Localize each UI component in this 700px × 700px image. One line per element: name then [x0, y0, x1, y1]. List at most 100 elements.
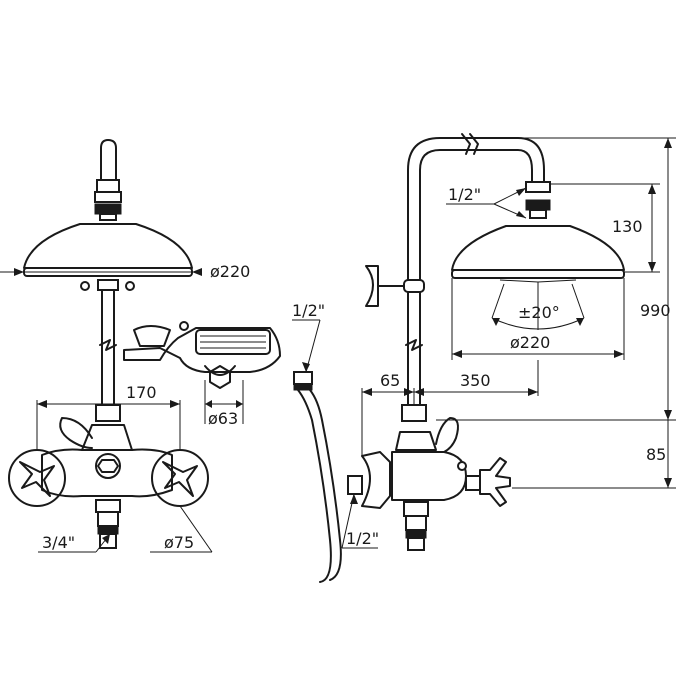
top-nut — [96, 179, 120, 193]
dim-arrow — [404, 388, 414, 396]
dim-arrow — [576, 318, 584, 326]
hose-inner — [309, 389, 342, 581]
bracket-screw-l — [80, 281, 90, 291]
dim-arrow — [664, 478, 672, 488]
dim-arrow — [362, 388, 372, 396]
tilt-ray-r — [537, 279, 577, 283]
head-thread — [525, 199, 551, 211]
label-total-height: 990 — [640, 301, 671, 320]
lever-side — [435, 417, 459, 453]
dim-arrow — [414, 388, 424, 396]
hand-shower-view: ø63 1/2" — [123, 301, 342, 583]
head-bracket — [97, 279, 119, 291]
dim-arrow — [192, 268, 202, 276]
label-head-dia-left: ø220 — [210, 262, 250, 281]
label-wall-plate-dia: ø63 — [208, 409, 238, 428]
diverter-nut — [97, 459, 119, 473]
outlet-thread-side — [405, 529, 427, 539]
dim-arrow — [664, 410, 672, 420]
front-view: ø220 170 3/4" ø75 — [0, 139, 250, 553]
shower-head-rim-right — [451, 269, 625, 279]
label-inlet-left: 3/4" — [42, 533, 75, 552]
label-head-height: 130 — [612, 217, 643, 236]
label-offset-small: 65 — [380, 371, 400, 390]
cold-handle-rosette — [151, 449, 209, 507]
diverter-lever — [59, 417, 93, 449]
label-top-inlet: 1/2" — [448, 185, 481, 204]
head-nut — [525, 181, 551, 193]
pipe-break — [461, 133, 471, 155]
side-view: 1/2" 130 ±20° ø220 990 — [341, 133, 676, 551]
gooseneck-outer — [407, 137, 545, 281]
dim-arrow — [205, 400, 212, 408]
holder-arm — [204, 365, 236, 376]
dim-arrow — [528, 388, 538, 396]
mixer-top-side — [395, 431, 437, 451]
dim-arrow — [302, 362, 310, 372]
pipe-break — [469, 133, 479, 155]
label-side-inlet: 1/2" — [346, 529, 379, 548]
hand-shower-grip — [195, 329, 271, 355]
label-spacing: 170 — [126, 383, 157, 402]
dim-arrow — [516, 211, 526, 218]
dim-arrow — [614, 350, 624, 358]
label-hand-inlet: 1/2" — [292, 301, 325, 320]
bracket-clamp — [403, 279, 425, 293]
outlet-tail-side — [407, 537, 425, 551]
head-joint — [529, 209, 547, 219]
dim-arrow — [648, 184, 656, 194]
label-handle-dia: ø75 — [164, 533, 194, 552]
shower-head-left — [23, 223, 193, 269]
dim-arrow — [37, 400, 47, 408]
wall-rosette — [361, 451, 391, 509]
dim-arrow — [350, 494, 358, 504]
label-head-dia-right: ø220 — [510, 333, 550, 352]
leader-handle — [179, 505, 213, 553]
cross-handle-side — [479, 457, 511, 507]
cold-handle-cross — [162, 461, 198, 497]
dim-arrow — [664, 138, 672, 148]
tilt-ray-l — [499, 279, 539, 283]
hose-outer — [297, 389, 332, 583]
top-joint — [99, 213, 117, 221]
bracket-screw-r — [125, 281, 135, 291]
hot-handle-cross — [19, 461, 55, 497]
mixer-body — [41, 448, 173, 498]
top-collar — [94, 191, 122, 203]
label-tilt: ±20° — [518, 303, 560, 322]
diverter-ring — [95, 453, 121, 479]
outlet-thread — [97, 525, 119, 535]
label-mixer-height: 85 — [646, 445, 666, 464]
dim-arrow — [170, 400, 180, 408]
riser-union-side — [401, 404, 427, 422]
dim-arrow — [516, 188, 526, 196]
dim-arrow — [102, 534, 110, 544]
tilt-limit-r — [571, 283, 585, 319]
dim-arrow — [236, 400, 243, 408]
hand-shower-pin — [179, 321, 189, 331]
outlet-body-side — [405, 515, 427, 531]
hand-shower-head — [133, 325, 171, 347]
riser-break-side — [405, 339, 423, 351]
holder-nut — [209, 365, 231, 389]
hose-nut — [293, 371, 313, 385]
hand-shower-body — [123, 327, 281, 373]
hose-thread — [293, 383, 313, 391]
mixer-body-side — [391, 451, 467, 501]
leader-hand-inlet-diag — [305, 319, 321, 373]
riser-break — [99, 339, 117, 351]
side-screw — [457, 461, 467, 471]
tilt-arc — [491, 317, 585, 330]
hot-handle-rosette — [8, 449, 66, 507]
dim-arrow — [492, 318, 500, 326]
dim-arrow — [14, 268, 24, 276]
wall-flange — [365, 265, 379, 307]
riser-union — [95, 404, 121, 422]
outlet-nut-side — [403, 501, 429, 517]
dim-arrow — [452, 350, 462, 358]
wall-inlet-stub — [347, 475, 363, 495]
top-knob — [100, 139, 117, 181]
handle-stem — [465, 475, 481, 491]
